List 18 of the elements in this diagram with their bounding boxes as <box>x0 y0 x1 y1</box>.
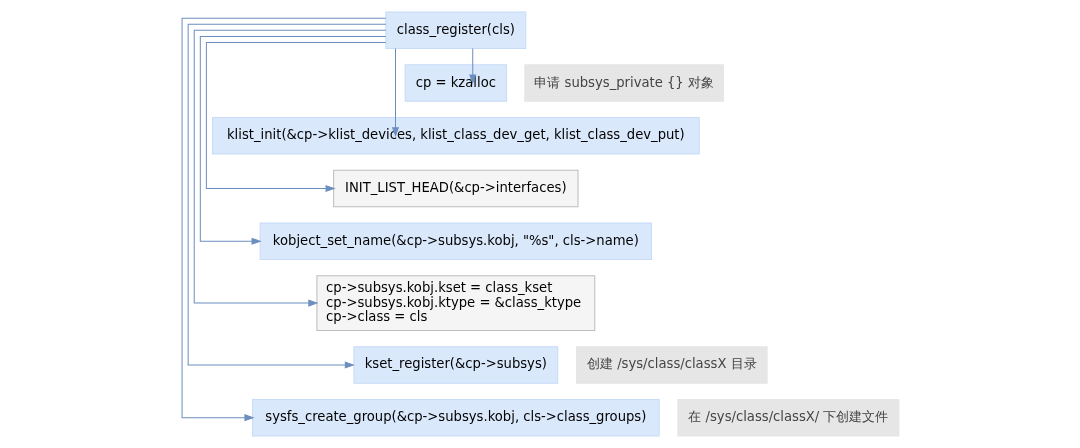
arrow <box>391 48 399 138</box>
arrow <box>205 42 386 193</box>
node-label: 创建 /sys/class/classX 目录 <box>586 356 757 372</box>
arrow <box>187 23 386 369</box>
node-box: class_register(cls) <box>384 11 526 50</box>
node-box: cp->subsys.kobj.kset = class_kset cp->subsys.kobj.ktype = &class_ktype cp->class = cls <box>315 275 595 331</box>
node-box: kobject_set_name(&cp->subsys.kobj, "%s", cls->name) <box>259 222 652 260</box>
arrow <box>468 48 476 85</box>
node-label: 在 /sys/class/classX/ 下创建文件 <box>687 409 888 425</box>
node-box: klist_init(&cp->klist_devices, klist_class_dev_get, klist_class_dev_put) <box>211 117 700 155</box>
node-box: sysfs_create_group(&cp->subsys.kobj, cls->class_groups) <box>251 398 660 437</box>
arrow <box>199 35 386 245</box>
arrow <box>193 29 386 307</box>
node-box: cp = kzalloc <box>404 64 507 102</box>
node-box: INIT_LIST_HEAD(&cp->interfaces) <box>332 169 579 208</box>
node-label: 申请 subsys_private {} 对象 <box>533 74 714 90</box>
arrow <box>181 17 386 422</box>
node-box: kset_register(&cp->subsys) <box>352 346 558 384</box>
